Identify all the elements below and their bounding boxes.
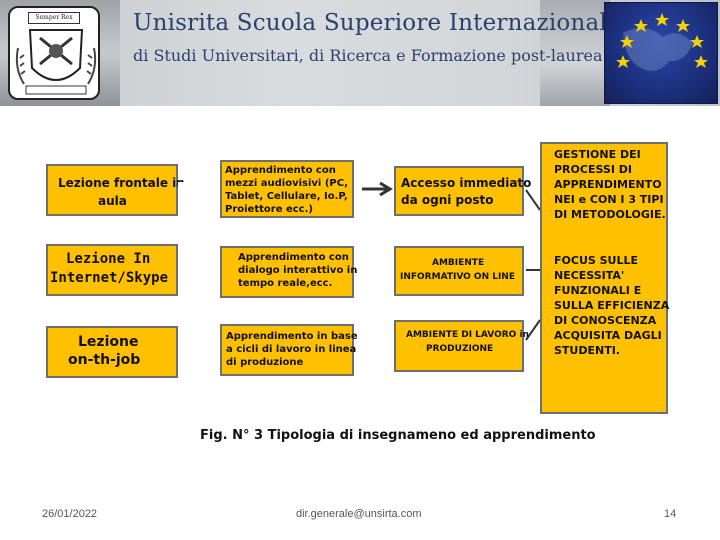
footer-date: 26/01/2022	[42, 508, 98, 520]
lesson-line: Lezione In	[66, 251, 151, 267]
learning-line: di produzione	[226, 357, 304, 368]
lesson-line: aula	[98, 194, 127, 208]
banner-title: Unisrita Scuola Superiore Internazionale	[133, 10, 621, 36]
lesson-line: Lezione frontale in	[58, 176, 185, 190]
lesson-box-onthejob: Lezione on-th-job	[46, 326, 178, 378]
side-panel-management: GESTIONE DEI PROCESSI DI APPRENDIMENTO N…	[540, 142, 670, 414]
side-panel-line: APPRENDIMENTO	[554, 178, 662, 191]
learning-line: a cicli di lavoro in linea	[226, 344, 357, 355]
banner-subtitle: di Studi Universitari, di Ricerca e Form…	[133, 46, 603, 65]
learning-box-interactive: Apprendimento con dialogo interattivo in…	[220, 246, 358, 298]
learning-box-workcycle: Apprendimento in base a cicli di lavoro …	[220, 324, 358, 376]
page-number: 14	[664, 508, 677, 520]
figure-caption: Fig. N° 3 Tipologia di insegnameno ed ap…	[200, 428, 596, 443]
eu-flag-icon	[604, 2, 718, 104]
arrow-right-icon	[362, 181, 393, 197]
side-panel-line: NECESSITA'	[554, 269, 625, 282]
outcome-line: AMBIENTE	[432, 258, 485, 268]
learning-box-audiovisual: Apprendimento con mezzi audiovisivi (PC,…	[220, 160, 354, 218]
footer-email: dir.generale@unsirta.com	[296, 508, 422, 520]
learning-line: Apprendimento in base	[226, 331, 358, 342]
outcome-box-online: AMBIENTE INFORMATIVO ON LINE	[394, 246, 524, 296]
outcome-box-access: Accesso immediato da ogni posto	[394, 166, 531, 216]
outcome-line: da ogni posto	[401, 193, 494, 207]
learning-line: dialogo interattivo in	[238, 265, 358, 276]
lesson-box-frontal: Lezione frontale in aula	[46, 164, 185, 216]
university-logo: Semper Rex	[8, 6, 100, 100]
header-banner: Semper Rex Unisrita Scuola Superiore Int…	[0, 0, 720, 106]
outcome-line: INFORMATIVO ON LINE	[400, 272, 515, 282]
outcome-line: PRODUZIONE	[426, 344, 494, 354]
side-panel-line: NEI e CON I 3 TIPI	[554, 193, 664, 206]
learning-line: Tablet, Cellulare, Io.P,	[225, 191, 348, 202]
connector-lines	[525, 189, 541, 341]
side-panel-line: DI METODOLOGIE.	[554, 208, 666, 221]
outcome-line: AMBIENTE DI LAVORO in	[406, 330, 529, 340]
side-panel-line: DI CONOSCENZA	[554, 314, 657, 327]
side-panel-line: GESTIONE DEI	[554, 148, 641, 161]
side-panel-line: FOCUS SULLE	[554, 254, 639, 267]
side-panel-line: ACQUISITA DAGLI	[554, 329, 662, 342]
lesson-line: Internet/Skype	[50, 270, 169, 286]
side-panel-line: STUDENTI.	[554, 344, 620, 357]
learning-line: Apprendimento con	[225, 165, 336, 176]
lesson-box-internet: Lezione In Internet/Skype	[46, 244, 178, 296]
learning-line: tempo reale,ecc.	[238, 278, 333, 289]
side-panel-line: SULLA EFFICIENZA	[554, 299, 670, 312]
side-panel-line: FUNZIONALI E	[554, 284, 642, 297]
crest-icon	[15, 29, 97, 95]
building-image-right	[540, 0, 610, 106]
lesson-line: on-th-job	[68, 352, 141, 368]
lesson-line: Lezione	[78, 334, 139, 350]
side-panel-line: PROCESSI DI	[554, 163, 632, 176]
connector-gap	[178, 182, 222, 196]
learning-line: mezzi audiovisivi (PC,	[225, 178, 348, 189]
learning-line: Proiettore ecc.)	[225, 204, 313, 215]
outcome-box-production: AMBIENTE DI LAVORO in PRODUZIONE	[394, 320, 529, 372]
logo-motto: Semper Rex	[28, 12, 80, 24]
outcome-line: Accesso immediato	[401, 176, 532, 190]
learning-line: Apprendimento con	[238, 252, 349, 263]
